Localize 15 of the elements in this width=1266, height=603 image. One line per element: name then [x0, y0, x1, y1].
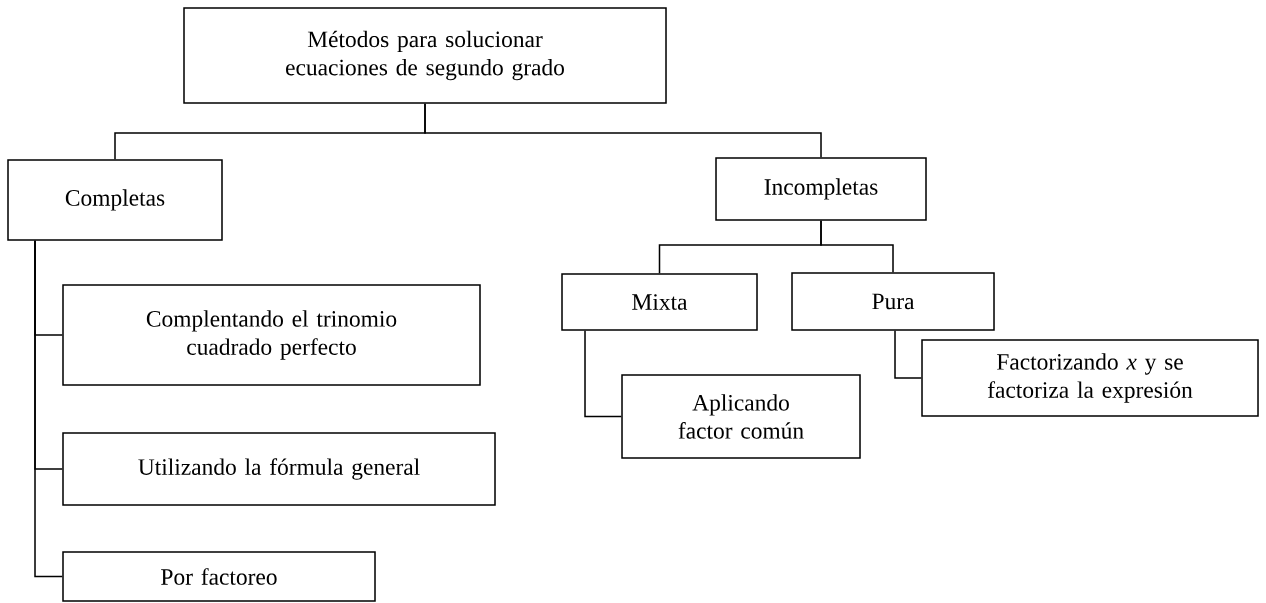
method-box: Por factoreo [62, 551, 376, 602]
method-box: Complentando el trinomio cuadrado perfecto [62, 284, 481, 386]
method-box: Utilizando la fórmula general [62, 432, 496, 506]
connector-line [820, 220, 894, 273]
method-box: Incompletas [715, 157, 927, 221]
method-box: Mixta [561, 273, 758, 331]
method-box: Completas [7, 159, 223, 241]
method-box: Pura [791, 272, 995, 331]
method-box: Factorizando x y se factoriza la expresión [921, 339, 1259, 417]
method-box: Métodos para solucionar ecuaciones de segundo grado [183, 7, 667, 104]
connector-line [34, 240, 63, 578]
connector-line [894, 330, 922, 379]
connector-line [584, 330, 622, 418]
method-box: Aplicando factor común [621, 374, 861, 459]
connector-line [424, 103, 822, 158]
